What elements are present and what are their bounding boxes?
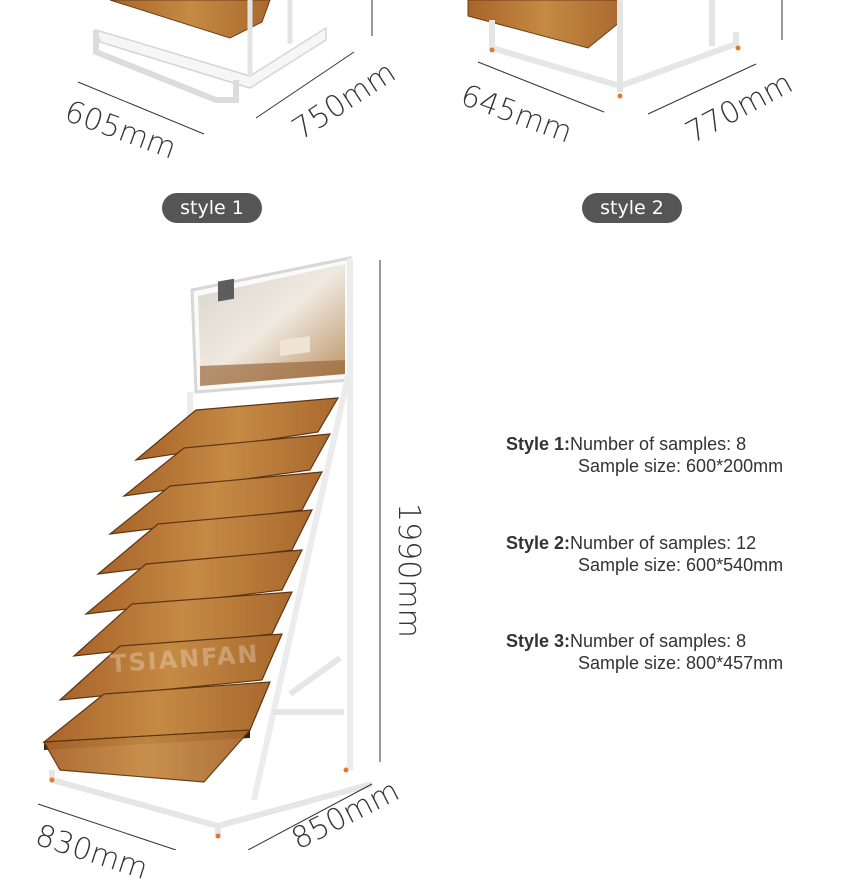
spec-style-3-count: Number of samples: 8 xyxy=(570,631,747,651)
spec-style-2-count: Number of samples: 12 xyxy=(570,533,757,553)
sample-shelves xyxy=(42,397,340,783)
rack-style-2 xyxy=(467,0,783,115)
spec-style-1-label: Style 1: xyxy=(506,434,571,454)
style-2-label: style 2 xyxy=(582,193,682,223)
rack-style-1 xyxy=(77,0,373,135)
spec-style-2-size: Sample size: 600*540mm xyxy=(578,555,784,575)
spec-style-2: Style 2:Number of samples: 12 Sample siz… xyxy=(506,532,783,576)
spec-style-2-label: Style 2: xyxy=(506,533,571,553)
spec-style-3: Style 3:Number of samples: 8 Sample size… xyxy=(506,630,783,674)
spec-style-3-size: Sample size: 800*457mm xyxy=(578,653,784,673)
spec-style-3-label: Style 3: xyxy=(506,631,571,651)
spec-style-1: Style 1:Number of samples: 8 Sample size… xyxy=(506,433,783,477)
style-1-label: style 1 xyxy=(162,193,262,223)
rack-style-3 xyxy=(37,256,381,850)
dimension-height-style3: 1990mm xyxy=(391,503,426,638)
product-illustrations xyxy=(37,0,783,850)
spec-style-1-size: Sample size: 600*200mm xyxy=(578,456,784,476)
spec-style-1-count: Number of samples: 8 xyxy=(570,434,747,454)
